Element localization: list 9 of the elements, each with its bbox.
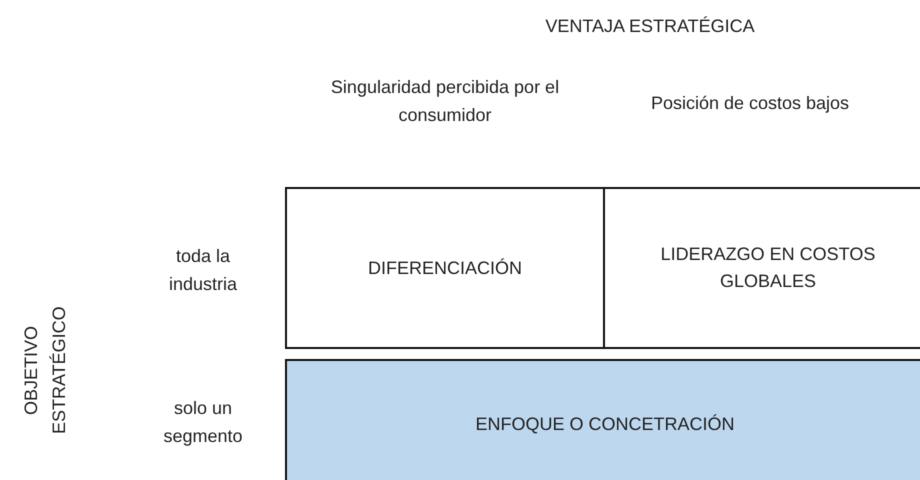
column-header: Posición de costos bajos (650, 92, 850, 115)
column-header: Singularidad percibida por el consumidor (330, 76, 560, 127)
row-header: toda la industria (168, 245, 238, 296)
axis-title: OBJETIVO ESTRATÉGICO (20, 305, 70, 436)
strategy-box: LIDERAZGO EN COSTOS GLOBALES (603, 187, 920, 349)
strategy-box: DIFERENCIACIÓN (285, 187, 605, 349)
axis-title: VENTAJA ESTRATÉGICA (544, 15, 756, 38)
strategy-band: ENFOQUE O CONCETRACIÓN (285, 359, 920, 480)
row-header: solo un segmento (162, 397, 244, 448)
